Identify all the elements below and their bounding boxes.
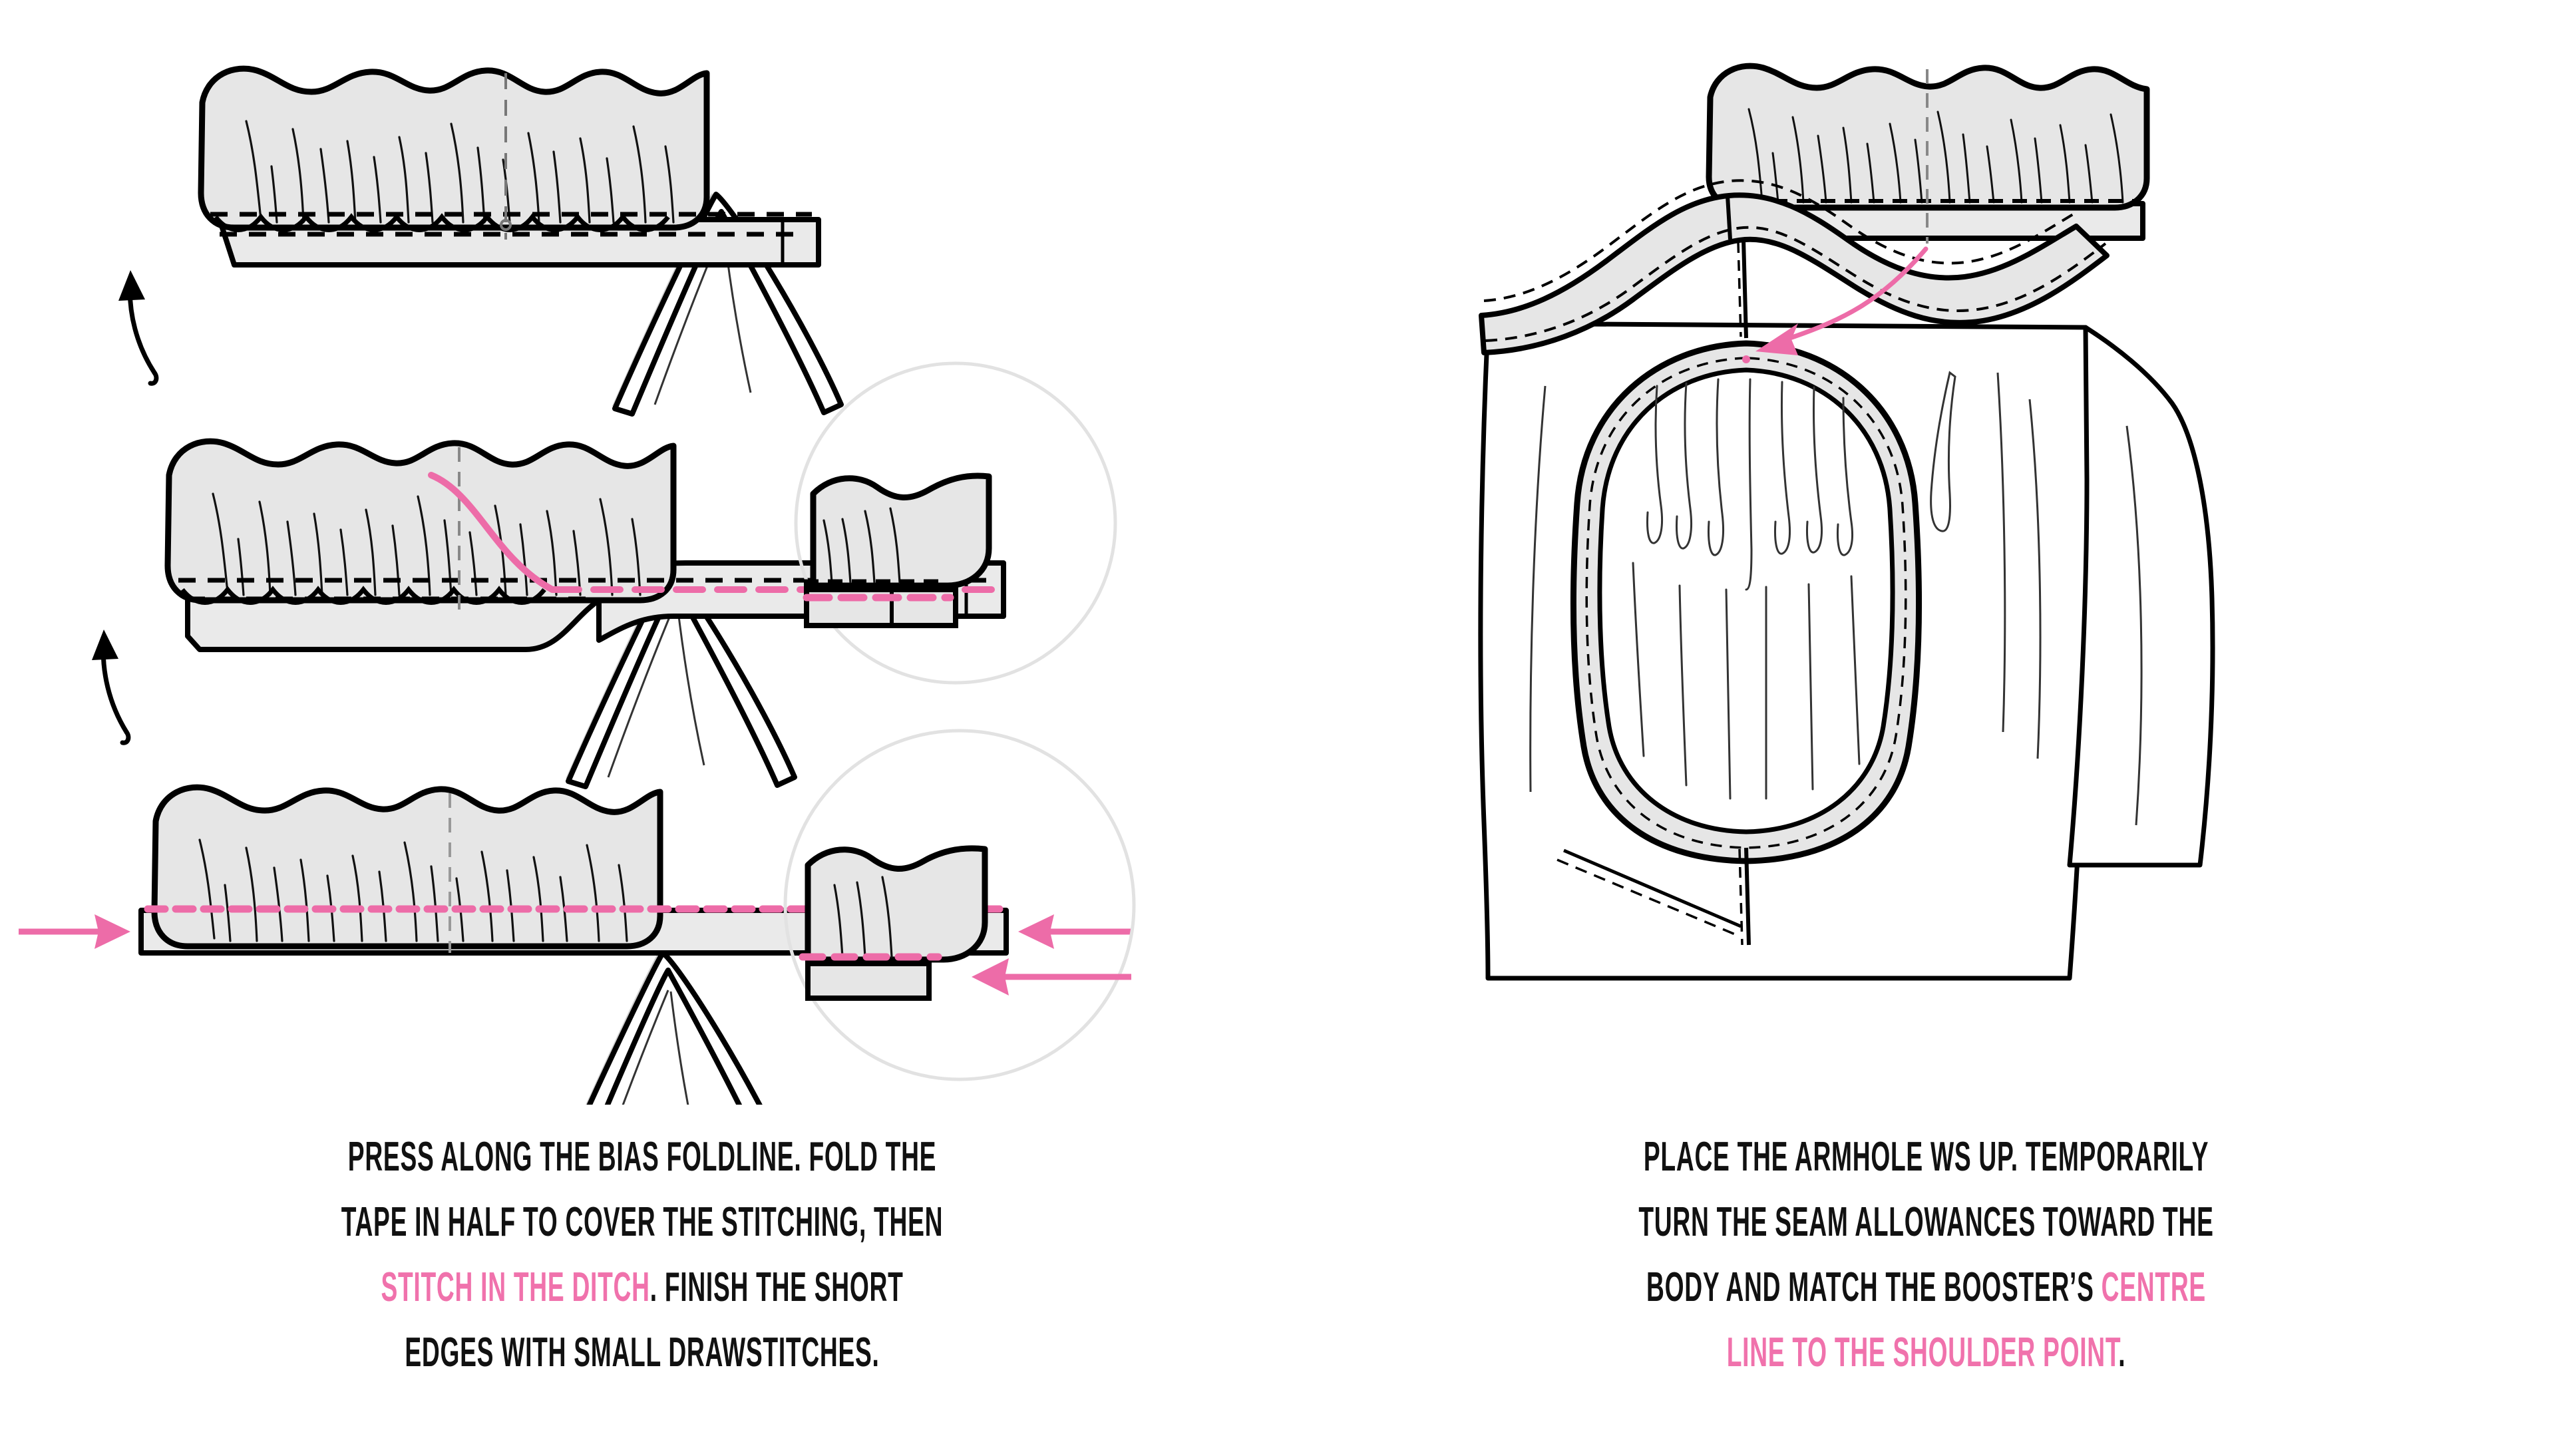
tailors-ham-tip	[559, 952, 788, 1105]
pink-guide-line	[1787, 246, 1928, 341]
centre-seam-lower-dash	[1738, 848, 1743, 946]
right-caption-line-4: LINE TO THE SHOULDER POINT.	[1726, 1330, 2126, 1375]
right-illustrations-svg	[1478, 63, 2215, 981]
fabric-edge	[805, 845, 988, 963]
detail-circle-lower	[783, 729, 1136, 1081]
centre-seam-dash	[1737, 242, 1742, 337]
highlight-line-to-shoulder-point: LINE TO THE SHOULDER POINT	[1726, 1330, 2119, 1375]
pink-arrow	[972, 958, 1131, 996]
gathered-fabric	[201, 69, 707, 232]
pink-arrow-to-shoulder-point	[1755, 246, 1928, 355]
right-caption-line-3: BODY AND MATCH THE BOOSTER’S CENTRE	[1646, 1264, 2206, 1310]
dart-line-dash	[1557, 858, 1739, 937]
bias-tape-finishing-panel: PRESS ALONG THE BIAS FOLDLINE. FOLD THE …	[0, 0, 1284, 1385]
shoulder-point-marker	[1742, 355, 1750, 363]
gathered-booster	[1706, 63, 2150, 211]
shoulder-seam	[1726, 195, 1732, 240]
right-pink-arrow	[1018, 914, 1131, 949]
highlight-stitch-in-the-ditch: STITCH IN THE DITCH	[381, 1264, 650, 1310]
right-caption-line-1: PLACE THE ARMHOLE WS UP. TEMPORARILY	[1643, 1134, 2209, 1180]
gathered-fabric	[154, 787, 660, 946]
left-caption-line-4: EDGES WITH SMALL DRAWSTITCHES.	[405, 1330, 880, 1375]
armhole-fabric-folds	[1632, 378, 1861, 800]
armhole-stitch-line	[1585, 357, 1907, 849]
figure-gathered-booster-on-ham-step-1	[118, 69, 841, 414]
right-figure-area	[1284, 0, 2568, 1105]
tape-end	[805, 961, 932, 1001]
detail-contents-lower	[799, 845, 1131, 1001]
left-caption: PRESS ALONG THE BIAS FOLDLINE. FOLD THE …	[257, 1125, 1027, 1385]
left-caption-line-3: STITCH IN THE DITCH. FINISH THE SHORT	[381, 1264, 904, 1310]
gathering-stitch-lines	[210, 212, 812, 237]
right-caption: PLACE THE ARMHOLE WS UP. TEMPORARILY TUR…	[1541, 1125, 2311, 1385]
pink-arrow-head	[1755, 323, 1798, 355]
detail-circle-upper	[794, 361, 1117, 685]
shoulder-yoke-band	[1479, 192, 2109, 355]
left-caption-line-2: TAPE IN HALF TO COVER THE STITCHING, THE…	[341, 1199, 944, 1245]
fold-up-arrow	[118, 270, 159, 386]
yoke-topstitch-upper	[1483, 179, 2079, 302]
centre-seam-lower	[1744, 847, 1751, 946]
detail-circle-outline	[783, 729, 1136, 1081]
fabric-edge	[810, 472, 992, 589]
detail-contents-upper	[803, 472, 992, 628]
centre-seam-upper	[1742, 239, 1748, 339]
fold-up-arrow	[92, 630, 131, 745]
detail-circle-outline	[794, 361, 1117, 685]
right-caption-line-2: TURN THE SEAM ALLOWANCES TOWARD THE	[1638, 1199, 2214, 1245]
highlight-centre: CENTRE	[2101, 1264, 2206, 1310]
yoke-topstitch-lower	[1485, 226, 2107, 342]
left-illustrations-svg	[19, 0, 1136, 1105]
armhole-opening	[1597, 367, 1895, 834]
armhole-placement-panel: PLACE THE ARMHOLE WS UP. TEMPORARILY TUR…	[1284, 0, 2568, 1456]
sleeve-fold-sliver	[1930, 371, 1956, 532]
left-pink-arrow	[19, 914, 130, 949]
body-fold-lines	[1529, 372, 2143, 826]
left-figure-area	[0, 0, 1284, 1105]
centre-mark	[500, 219, 512, 231]
dart-line	[1563, 848, 1742, 928]
figure-garment-armhole-ws-up	[1478, 179, 2215, 981]
left-caption-line-1: PRESS ALONG THE BIAS FOLDLINE. FOLD THE	[347, 1134, 937, 1180]
